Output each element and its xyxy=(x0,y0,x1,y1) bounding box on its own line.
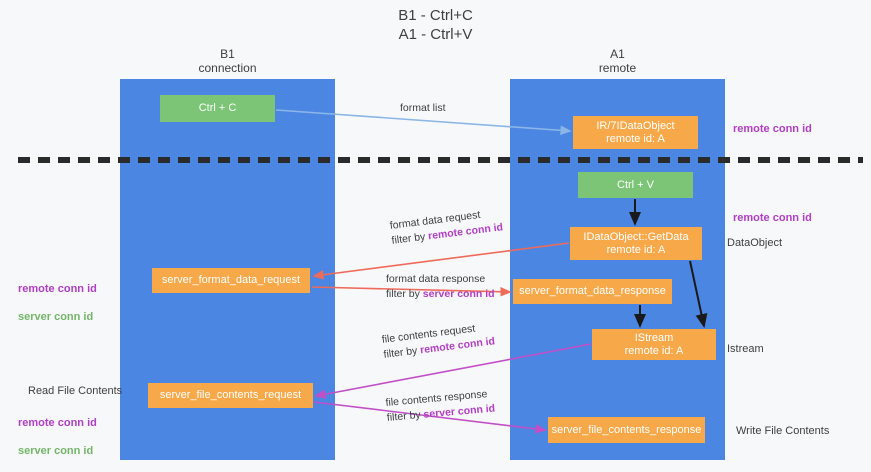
node-server-file-contents-request[interactable]: server_file_contents_request xyxy=(148,383,313,408)
annotation-left-remote-conn-id-2: remote conn id xyxy=(18,417,97,429)
annotation-right-remote-conn-id-mid: remote conn id xyxy=(733,212,812,224)
annotation-left-conn-ids: remote conn id server conn id xyxy=(18,268,97,338)
annotation-right-istream: Istream xyxy=(727,343,764,355)
node-ctrl-c[interactable]: Ctrl + C xyxy=(160,95,275,122)
node-server-format-data-response[interactable]: server_format_data_response xyxy=(513,279,672,304)
annotation-left-remote-conn-id: remote conn id xyxy=(18,283,97,295)
node-idataobject-getdata[interactable]: IDataObject::GetData remote id: A xyxy=(570,227,702,260)
edge-file-contents-response xyxy=(313,401,547,434)
node-ctrl-v[interactable]: Ctrl + V xyxy=(578,172,693,198)
lane-b1-header: B1 connection xyxy=(198,47,257,75)
edge-getdata-istream xyxy=(689,260,708,328)
annotation-right-write-file-contents: Write File Contents xyxy=(736,425,830,437)
annotation-left-server-conn-id: server conn id xyxy=(18,311,94,323)
annotation-left-conn-ids-2: remote conn id server conn id xyxy=(18,402,97,472)
edge-file-contents-request xyxy=(314,343,592,399)
node-istream[interactable]: IStream remote id: A xyxy=(592,329,716,360)
node-idataobject[interactable]: IR/7IDataObject remote id: A xyxy=(573,116,698,149)
edge-label-format-data-response-filter: filter by server conn id xyxy=(386,288,495,300)
edge-format-list xyxy=(275,109,572,136)
edge-format-data-response xyxy=(311,286,512,297)
node-server-format-data-request[interactable]: server_format_data_request xyxy=(152,268,310,293)
annotation-right-dataobject: DataObject xyxy=(727,237,783,249)
node-server-file-contents-response[interactable]: server_file_contents_response xyxy=(548,417,705,443)
page-title: B1 - Ctrl+C A1 - Ctrl+V xyxy=(398,7,473,43)
annotation-right-remote-conn-id-top: remote conn id xyxy=(733,123,812,135)
edge-format-data-request xyxy=(312,242,570,280)
edge-label-format-data-response-text: format data response xyxy=(386,273,486,285)
edge-label-format-data-response: format data response filter by server co… xyxy=(386,272,495,302)
annotation-left-read-file-contents: Read File Contents xyxy=(28,385,123,397)
lane-a1-header: A1 remote xyxy=(598,47,637,75)
filter-key-server-conn-id: server conn id xyxy=(422,288,495,300)
phase-divider xyxy=(18,157,863,163)
annotation-left-server-conn-id-2: server conn id xyxy=(18,445,94,457)
edge-label-format-list: format list xyxy=(400,102,446,114)
